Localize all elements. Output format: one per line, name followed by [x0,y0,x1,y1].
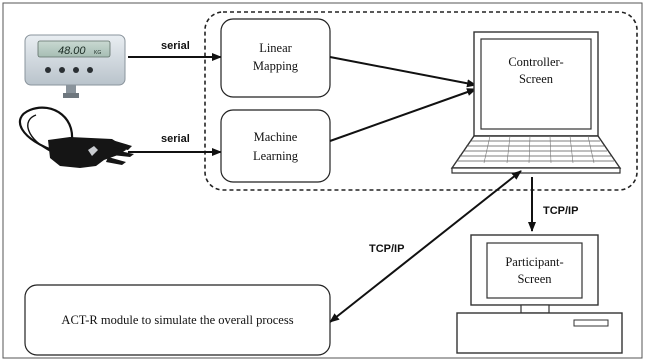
controller-label-line2: Screen [519,72,554,86]
actr-module-label: ACT-R module to simulate the overall pro… [61,313,293,327]
scale-button-icon [73,67,79,73]
machine-learning-node: Machine Learning [220,109,331,183]
scale-connector [66,85,76,93]
serial-label-bottom: serial [161,133,190,145]
glove-sensor-icon [88,146,98,156]
tcpip-label-actr: TCP/IP [369,243,404,255]
desktop-tower [456,312,623,354]
participant-label-line1: Participant- [505,255,563,269]
linear-mapping-node: Linear Mapping [220,18,331,98]
participant-label-line2: Screen [517,272,552,286]
machine-learning-line1: Machine [254,130,298,144]
force-scale-device: 48.00 KG [24,34,126,98]
participant-desktop: Participant- Screen [456,234,623,354]
scale-lcd-display [37,40,111,58]
controller-screen [480,38,592,130]
data-glove-device [18,106,134,168]
participant-screen [486,242,583,299]
arrow-linear-to-controller [329,56,477,88]
scale-button-icon [87,67,93,73]
arrow-ml-to-controller [329,88,477,142]
linear-mapping-line2: Mapping [253,59,299,73]
actr-module-node: ACT-R module to simulate the overall pro… [24,284,331,356]
scale-button-icon [45,67,51,73]
controller-laptop: Controller- Screen [450,31,622,174]
arrow-controller-actr [329,170,522,323]
scale-unit: KG [94,50,101,56]
controller-label-line1: Controller- [508,55,563,69]
scale-button-icon [59,67,65,73]
serial-label-top: serial [161,40,190,52]
scale-reading: 48.00 [58,45,86,57]
monitor-stand [520,304,550,314]
tcpip-label-participant: TCP/IP [543,205,578,217]
machine-learning-line2: Learning [253,149,299,163]
linear-mapping-line1: Linear [259,41,292,55]
drive-slot [573,319,609,327]
